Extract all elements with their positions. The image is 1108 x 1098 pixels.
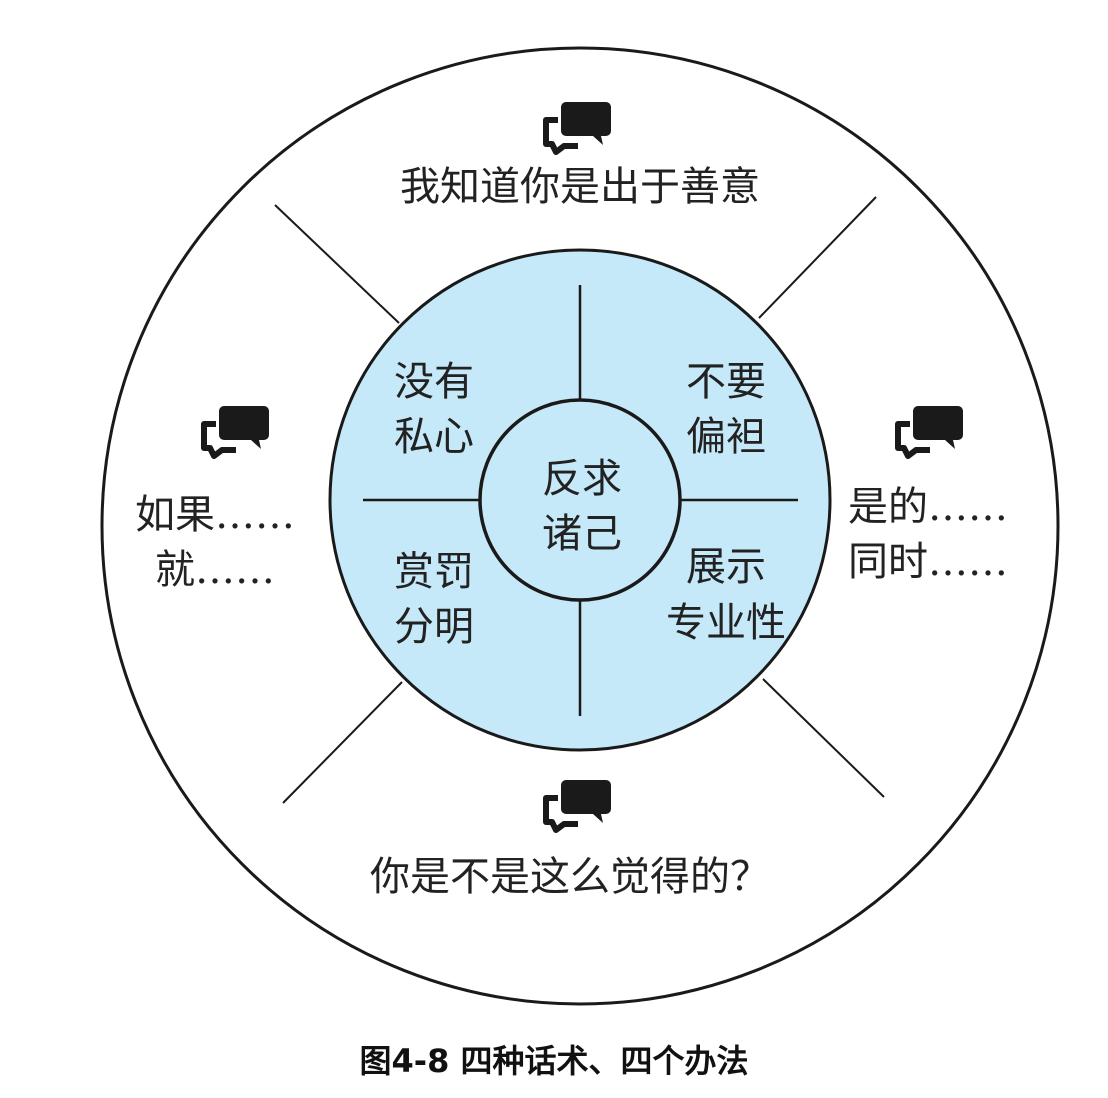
- quadrant-top-right-line2: 偏袒: [686, 414, 766, 460]
- phrase-bottom: 你是不是这么觉得的？: [370, 854, 770, 900]
- phrase-top: 我知道你是出于善意: [400, 164, 760, 210]
- divider-top-right: [758, 196, 877, 319]
- quadrant-bottom-left-line1: 赏罚: [394, 549, 474, 595]
- phrase-right-line1: 是的……: [848, 484, 1008, 530]
- quadrant-bottom-right-line1: 展示: [686, 544, 766, 590]
- speech-bubbles-icon: [196, 404, 270, 464]
- phrase-left-line2: 就……: [155, 547, 275, 593]
- quadrant-top-right-line1: 不要: [686, 359, 766, 405]
- center-line2: 诸己: [542, 511, 622, 557]
- quadrant-bottom-right-line2: 专业性: [666, 600, 786, 646]
- quadrant-top-left-line2: 私心: [394, 414, 474, 460]
- phrase-left-line1: 如果……: [135, 492, 295, 538]
- figure-caption: 图4-8 四种话术、四个办法: [359, 1042, 749, 1080]
- divider-bottom-right: [762, 678, 885, 798]
- speech-bubbles-icon: [538, 778, 612, 838]
- phrase-right-line2: 同时……: [848, 539, 1008, 585]
- divider-top-left: [274, 204, 400, 324]
- quadrant-bottom-left-line2: 分明: [394, 604, 474, 650]
- speech-bubbles-icon: [890, 404, 964, 464]
- speech-bubbles-icon: [538, 100, 612, 160]
- inner-circle: [478, 398, 682, 602]
- quadrant-top-left-line1: 没有: [394, 359, 474, 405]
- center-line1: 反求: [542, 456, 622, 502]
- divider-bottom-left: [282, 681, 403, 804]
